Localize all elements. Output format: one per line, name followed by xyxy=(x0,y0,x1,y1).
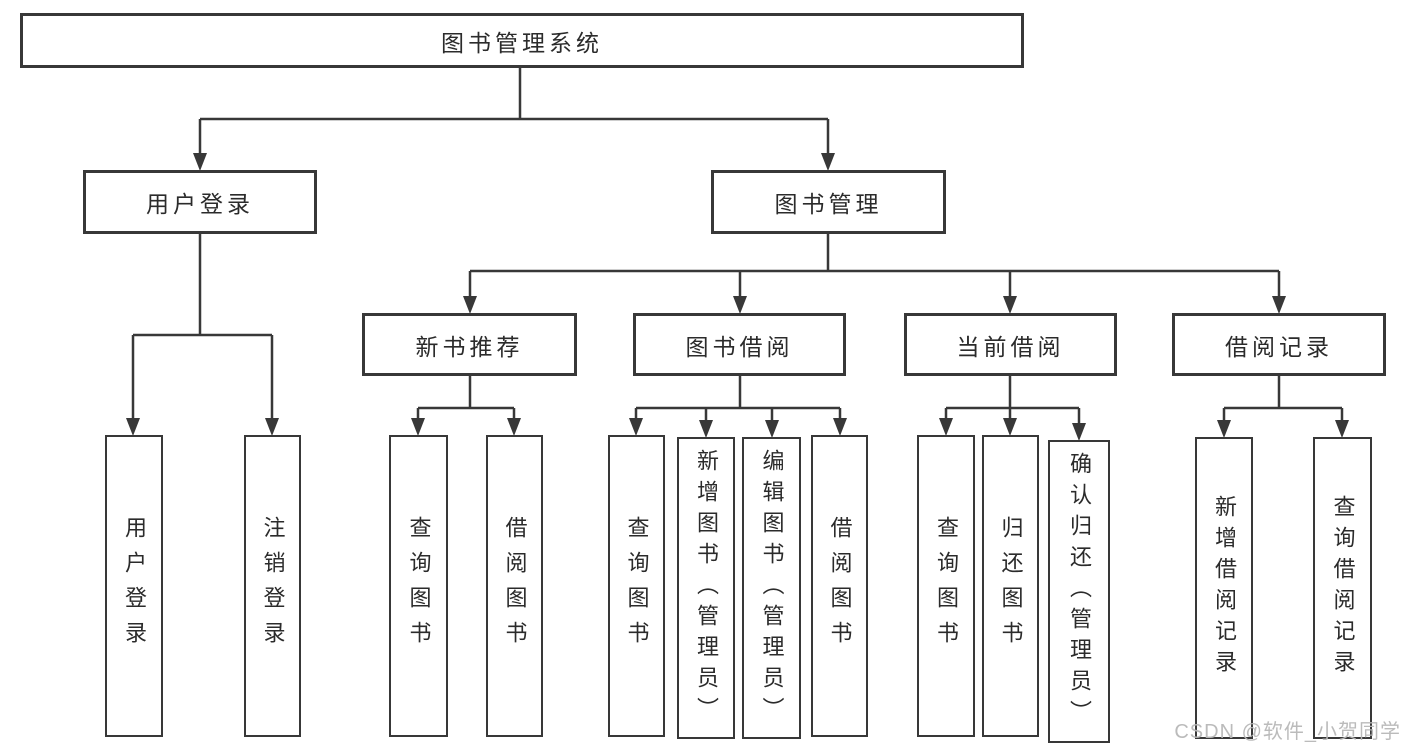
leaf-user-login: 用户登录 xyxy=(105,435,163,737)
node-user-login: 用户登录 xyxy=(83,170,317,234)
node-label: 当前借阅 xyxy=(956,333,1065,360)
leaf-query-books: 查询图书 xyxy=(389,435,448,737)
leaf-add-book-admin: 新增图书（管理员） xyxy=(677,437,735,739)
node-new-book-recommend: 新书推荐 xyxy=(362,313,577,376)
leaf-query-books: 查询图书 xyxy=(917,435,975,737)
leaf-query-books: 查询图书 xyxy=(608,435,665,737)
node-book-management: 图书管理 xyxy=(711,170,946,234)
leaf-borrow-books: 借阅图书 xyxy=(486,435,543,737)
node-label: 查询图书 xyxy=(934,516,959,656)
node-label: 图书管理 xyxy=(774,191,883,217)
leaf-confirm-return-admin: 确认归还（管理员） xyxy=(1048,440,1110,743)
node-label: 新增图书（管理员） xyxy=(694,448,719,728)
leaf-logout: 注销登录 xyxy=(244,435,301,737)
node-label: 图书借阅 xyxy=(685,333,794,360)
leaf-return-books: 归还图书 xyxy=(982,435,1039,737)
node-label: 新书推荐 xyxy=(415,333,524,360)
leaf-borrow-books: 借阅图书 xyxy=(811,435,868,737)
node-label: 新增借阅记录 xyxy=(1212,495,1237,681)
node-borrowing-records: 借阅记录 xyxy=(1172,313,1386,376)
leaf-query-borrow-record: 查询借阅记录 xyxy=(1313,437,1372,739)
leaf-add-borrow-record: 新增借阅记录 xyxy=(1195,437,1253,739)
node-label: 借阅记录 xyxy=(1225,333,1333,360)
node-label: 确认归还（管理员） xyxy=(1067,452,1092,731)
node-label: 查询图书 xyxy=(406,516,432,656)
node-book-borrowing: 图书借阅 xyxy=(633,313,846,376)
node-label: 用户登录 xyxy=(122,516,147,656)
node-label: 查询图书 xyxy=(624,516,650,656)
node-label: 注销登录 xyxy=(260,516,286,656)
node-label: 编辑图书（管理员） xyxy=(759,448,785,728)
node-label: 借阅图书 xyxy=(502,516,528,656)
node-label: 借阅图书 xyxy=(827,516,853,656)
csdn-watermark: CSDN @软件_小贺同学 xyxy=(1174,721,1401,743)
node-label: 归还图书 xyxy=(998,516,1024,656)
node-label: 查询借阅记录 xyxy=(1330,495,1356,681)
node-label: 用户登录 xyxy=(146,191,254,217)
node-current-borrowing: 当前借阅 xyxy=(904,313,1117,376)
leaf-edit-book-admin: 编辑图书（管理员） xyxy=(742,437,801,739)
node-library-management-system: 图书管理系统 xyxy=(20,13,1024,68)
node-label: 图书管理系统 xyxy=(441,29,603,56)
